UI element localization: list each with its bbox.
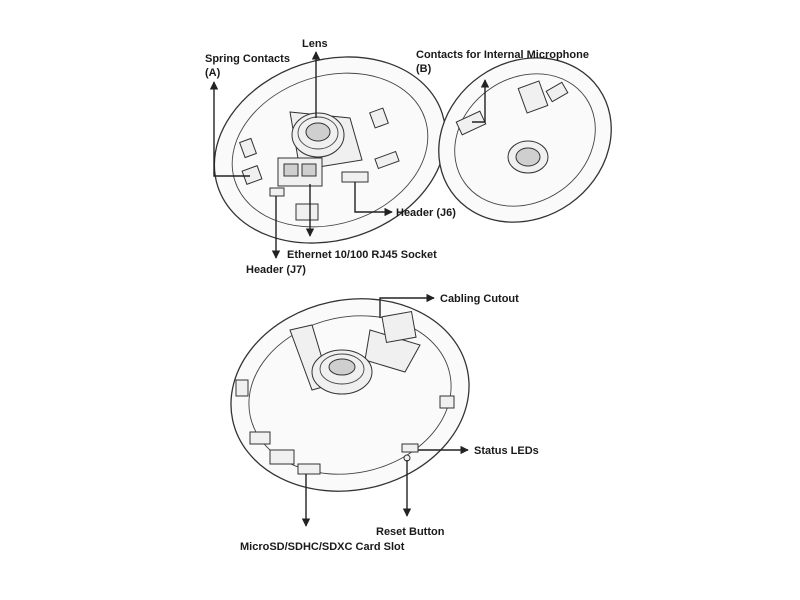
label-internal-mic: Contacts for Internal Microphone bbox=[416, 49, 589, 61]
lens-assembly bbox=[291, 112, 345, 158]
card-slot-part bbox=[297, 463, 321, 475]
label-spring-contacts-sub: (A) bbox=[205, 67, 221, 79]
header-j7-part bbox=[269, 187, 285, 197]
label-header-j6: Header (J6) bbox=[396, 207, 456, 219]
mic-contacts-part bbox=[455, 110, 487, 136]
label-reset-button: Reset Button bbox=[376, 526, 445, 538]
cabling-cutout-part bbox=[381, 311, 417, 343]
label-card-slot: MicroSD/SDHC/SDXC Card Slot bbox=[240, 541, 405, 553]
mic-arrow bbox=[472, 79, 490, 123]
camera-base-bottom bbox=[230, 298, 470, 492]
label-lens: Lens bbox=[302, 38, 328, 50]
camera-base-top-left bbox=[213, 56, 447, 244]
callout-lines bbox=[209, 51, 490, 527]
label-ethernet: Ethernet 10/100 RJ45 Socket bbox=[287, 249, 437, 261]
cabling-arrow bbox=[379, 293, 435, 318]
label-status-leds: Status LEDs bbox=[474, 445, 539, 457]
label-cabling-cutout: Cabling Cutout bbox=[440, 293, 519, 305]
header-j6-arrow bbox=[354, 182, 393, 217]
header-j6-part bbox=[341, 171, 369, 183]
lens-assembly-bottom bbox=[311, 349, 373, 395]
dome-cover-top-right bbox=[438, 57, 612, 223]
label-spring-contacts: Spring Contacts bbox=[205, 53, 290, 65]
label-internal-mic-sub: (B) bbox=[416, 63, 432, 75]
status-leds-part bbox=[401, 443, 419, 453]
label-header-j7: Header (J7) bbox=[246, 264, 306, 276]
spring-contacts-arrow bbox=[209, 81, 250, 177]
